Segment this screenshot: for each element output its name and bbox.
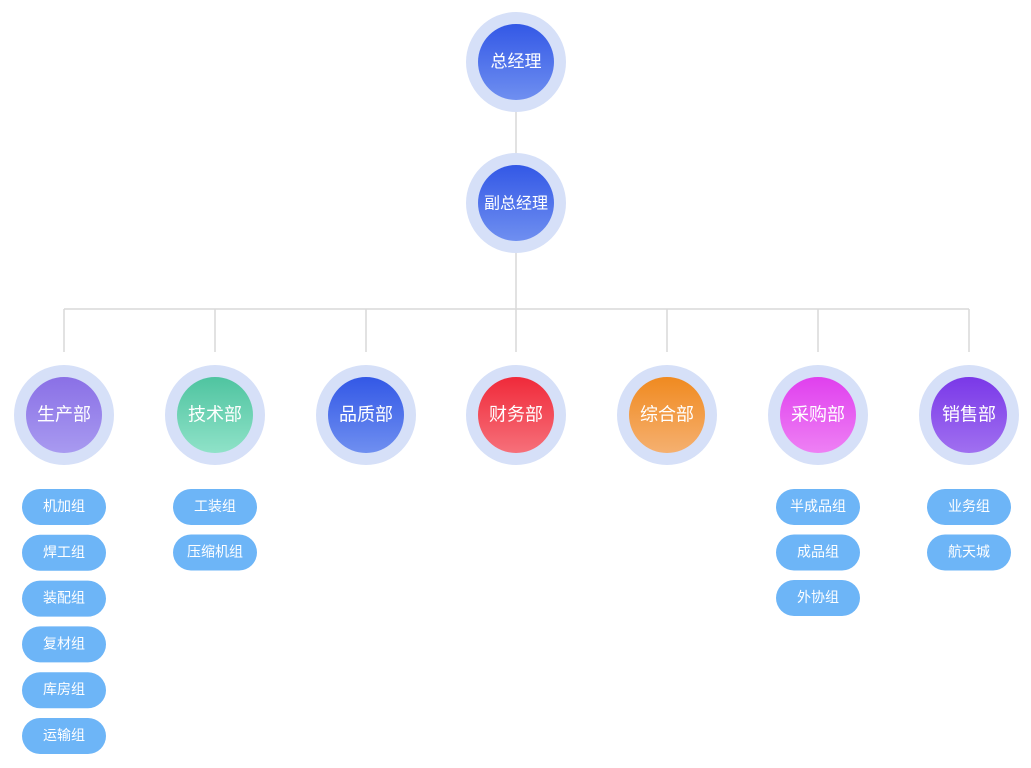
node-label: 品质部 [339, 405, 393, 426]
group-pill-bg [22, 534, 106, 571]
group-pill: 装配组 [22, 580, 106, 617]
group-pill-bg [173, 489, 257, 525]
group-pill: 外协组 [776, 580, 860, 616]
group-pill-bg [22, 672, 106, 709]
group-pill: 库房组 [22, 672, 106, 709]
node-label: 总经理 [491, 52, 542, 72]
group-pill-bg [776, 489, 860, 525]
group-pill-bg [927, 534, 1011, 571]
group-pill-label: 焊工组 [43, 545, 85, 561]
node-label: 销售部 [942, 405, 996, 426]
node-circle [931, 377, 1007, 453]
group-pill-bg [22, 489, 106, 525]
group-pill-label: 业务组 [948, 499, 990, 515]
node-label: 生产部 [37, 405, 91, 426]
group-pill: 压缩机组 [173, 534, 257, 571]
group-pill: 航天城 [927, 534, 1011, 571]
group-pill: 半成品组 [776, 489, 860, 525]
department-node-2: 品质部 [316, 365, 416, 465]
group-pill-bg [22, 580, 106, 617]
group-pill: 焊工组 [22, 534, 106, 571]
department-node-5: 采购部 [768, 365, 868, 465]
node-circle [629, 377, 705, 453]
node-label: 副总经理 [484, 194, 548, 213]
group-pill-bg [927, 489, 1011, 525]
node-label: 采购部 [791, 405, 845, 426]
group-pill-label: 复材组 [43, 635, 85, 652]
node-circle [478, 165, 554, 241]
group-pill: 成品组 [776, 534, 860, 571]
group-pill-bg [776, 534, 860, 571]
group-pill: 业务组 [927, 489, 1011, 525]
department-node-6: 销售部 [919, 365, 1019, 465]
group-pill-label: 装配组 [43, 591, 85, 607]
node-circle [177, 377, 253, 453]
group-pill-label: 库房组 [43, 682, 85, 698]
group-pill-label: 运输组 [43, 728, 85, 744]
group-pill-bg [22, 718, 106, 754]
ceo-node: 总经理 [466, 12, 566, 112]
node-circle [26, 377, 102, 453]
group-pill: 复材组 [22, 626, 106, 663]
group-pill-label: 工装组 [194, 499, 236, 515]
node-label: 技术部 [188, 405, 242, 426]
group-pill: 工装组 [173, 489, 257, 525]
node-circle [478, 24, 554, 100]
group-pill-label: 成品组 [797, 545, 839, 561]
department-node-4: 综合部 [617, 365, 717, 465]
node-label: 综合部 [640, 405, 694, 426]
group-pill: 机加组 [22, 489, 106, 525]
department-node-1: 技术部 [165, 365, 265, 465]
node-circle [780, 377, 856, 453]
department-node-0: 生产部 [14, 365, 114, 465]
node-circle [328, 377, 404, 453]
node-label: 财务部 [489, 405, 543, 426]
group-pill-label: 外协组 [797, 590, 839, 606]
connectors [63, 112, 970, 352]
group-pill-label: 机加组 [43, 499, 85, 515]
group-pill-label: 半成品组 [790, 499, 846, 515]
group-pill-bg [173, 534, 257, 571]
group-pill-label: 压缩机组 [187, 545, 243, 561]
vp-node: 副总经理 [466, 153, 566, 253]
group-pill: 运输组 [22, 718, 106, 754]
department-node-3: 财务部 [466, 365, 566, 465]
node-circle [478, 377, 554, 453]
group-pill-bg [776, 580, 860, 616]
group-pill-bg [22, 626, 106, 663]
group-pill-label: 航天城 [948, 545, 990, 561]
